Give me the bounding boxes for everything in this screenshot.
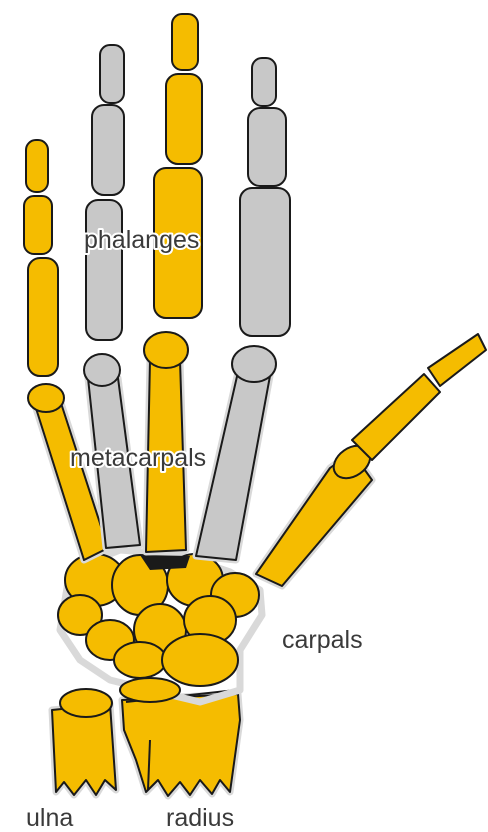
carpal-bones [58,550,262,702]
label-metacarpals: metacarpals [70,444,206,472]
label-carpals: carpals [282,626,363,654]
label-ulna: ulna [26,804,73,832]
radius-bone [122,690,240,796]
label-phalanges: phalanges [84,226,199,254]
label-radius: radius [166,804,234,832]
ulna-bone [52,689,116,795]
